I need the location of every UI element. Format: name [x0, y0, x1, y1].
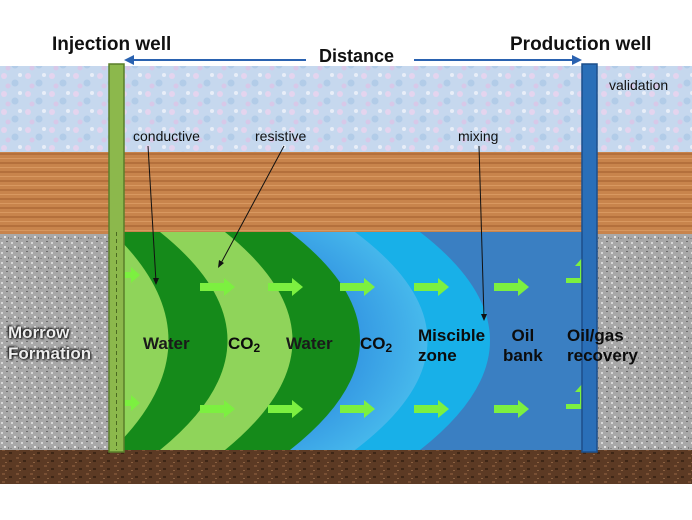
production-well — [581, 63, 598, 453]
miscible-line2: zone — [418, 346, 457, 365]
co2-2-subscript: 2 — [385, 341, 393, 355]
injection-well — [108, 63, 125, 453]
formation-label-line1: Morrow — [8, 323, 70, 342]
oil-bank-line1: Oil — [511, 326, 535, 345]
co2-2-text: CO — [360, 334, 386, 353]
recovery-line2: recovery — [567, 346, 638, 365]
miscible-line1: Miscible — [418, 326, 486, 345]
co2-1-subscript: 2 — [253, 341, 261, 355]
flow-arrow — [414, 278, 449, 296]
flow-arrow — [268, 278, 303, 296]
validation-label: validation — [609, 77, 669, 93]
flow-arrow — [200, 278, 235, 296]
co2-1-text: CO — [228, 334, 254, 353]
flow-arrow — [268, 400, 303, 418]
zone-label-co2-1: CO2 — [228, 334, 260, 355]
annotation-conductive: conductive — [133, 128, 200, 144]
distance-arrow — [124, 55, 582, 65]
basement-layer — [0, 450, 692, 484]
annotation-resistive: resistive — [255, 128, 307, 144]
zone-label-oil-bank: Oil bank — [503, 326, 543, 366]
distance-label: Distance — [319, 46, 395, 66]
zone-label-miscible: Miscible zone — [418, 326, 485, 366]
recovery-line1: Oil/gas — [567, 326, 624, 345]
injection-well-title: Injection well — [52, 34, 172, 55]
oil-bank-line2: bank — [503, 346, 543, 365]
zone-label-water-1: Water — [143, 334, 190, 353]
flow-arrow — [340, 278, 375, 296]
flow-arrow — [494, 400, 529, 418]
zone-label-water-2: Water — [286, 334, 333, 353]
zone-label-co2-2: CO2 — [360, 334, 392, 355]
flow-arrow — [414, 400, 449, 418]
production-well-title: Production well — [510, 34, 652, 55]
flow-arrow — [494, 278, 529, 296]
zone-label-recovery: Oil/gas recovery — [567, 326, 638, 366]
flow-arrow — [340, 400, 375, 418]
annotation-pointers — [147, 145, 487, 321]
formation-label-line2: Formation — [8, 344, 92, 363]
zone-water-first — [112, 232, 169, 450]
formation-label: Morrow Formation — [8, 322, 91, 364]
flow-arrow — [200, 400, 235, 418]
annotation-mixing: mixing — [458, 128, 499, 144]
